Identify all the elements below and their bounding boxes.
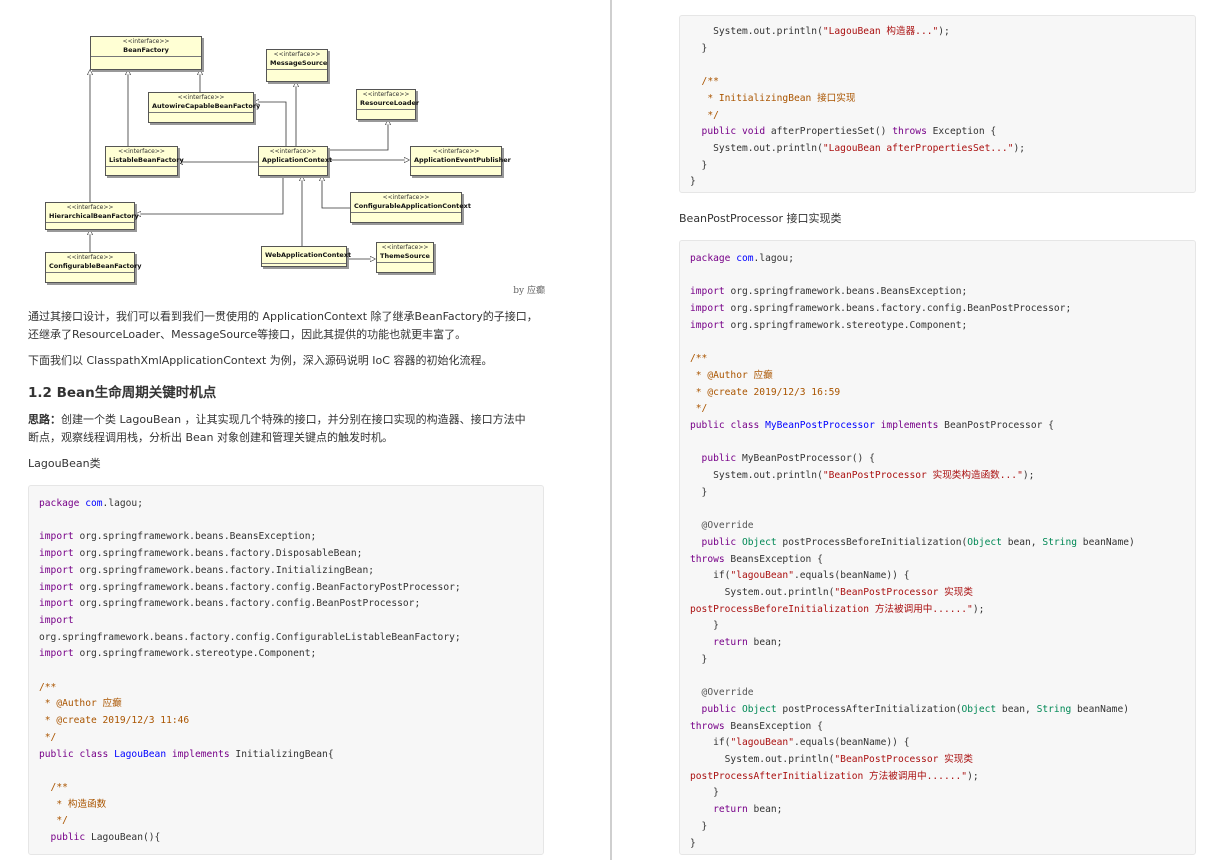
code-block-beanpostprocessor: package com.lagou; import org.springfram… — [679, 240, 1196, 855]
uml-connectors — [28, 22, 545, 298]
diagram-credit: by 应癫 — [513, 286, 545, 296]
left-page: <<interface>> BeanFactory <<interface>> … — [28, 22, 545, 855]
uml-listable: <<interface>> ListableBeanFactory — [105, 146, 184, 176]
code-block-lagoubean: package com.lagou; import org.springfram… — [28, 485, 544, 855]
lagoubean-label: LagouBean类 — [28, 457, 101, 470]
uml-configurable-appcontext: <<interface>> ConfigurableApplicationCon… — [350, 192, 471, 223]
right-page: System.out.println("LagouBean 构造器..."); … — [612, 0, 1209, 860]
uml-beanfactory: <<interface>> BeanFactory — [90, 36, 202, 70]
thought-label: 思路： — [28, 413, 61, 426]
beanpostprocessor-label: BeanPostProcessor 接口实现类 — [679, 212, 842, 225]
uml-diagram: <<interface>> BeanFactory <<interface>> … — [28, 22, 545, 298]
uml-applicationcontext: <<interface>> ApplicationContext — [258, 146, 332, 176]
uml-publisher: <<interface>> ApplicationEventPublisher — [410, 146, 511, 176]
code-block-lagoubean-continued: System.out.println("LagouBean 构造器..."); … — [679, 15, 1196, 193]
section-heading: 1.2 Bean生命周期关键时机点 — [28, 385, 217, 401]
uml-resourceloader: <<interface>> ResourceLoader — [356, 89, 419, 120]
thought-paragraph: 思路：创建一个类 LagouBean ，让其实现几个特殊的接口，并分别在接口实现… — [28, 413, 526, 444]
uml-webappcontext: WebApplicationContext — [261, 246, 351, 267]
uml-hierarchical: <<interface>> HierarchicalBeanFactory — [45, 202, 139, 230]
uml-themesource: <<interface>> ThemeSource — [376, 242, 434, 273]
intro-paragraph: 通过其接口设计，我们可以看到我们一贯使用的 ApplicationContext… — [28, 310, 538, 341]
uml-autowire: <<interface>> AutowireCapableBeanFactory — [148, 92, 260, 123]
page-divider — [610, 0, 612, 860]
uml-messagesource: <<interface>> MessageSource — [266, 49, 328, 82]
ioc-paragraph: 下面我们以 ClasspathXmlApplicationContext 为例，… — [28, 354, 493, 367]
uml-configurable-beanfactory: <<interface>> ConfigurableBeanFactory — [45, 252, 142, 283]
